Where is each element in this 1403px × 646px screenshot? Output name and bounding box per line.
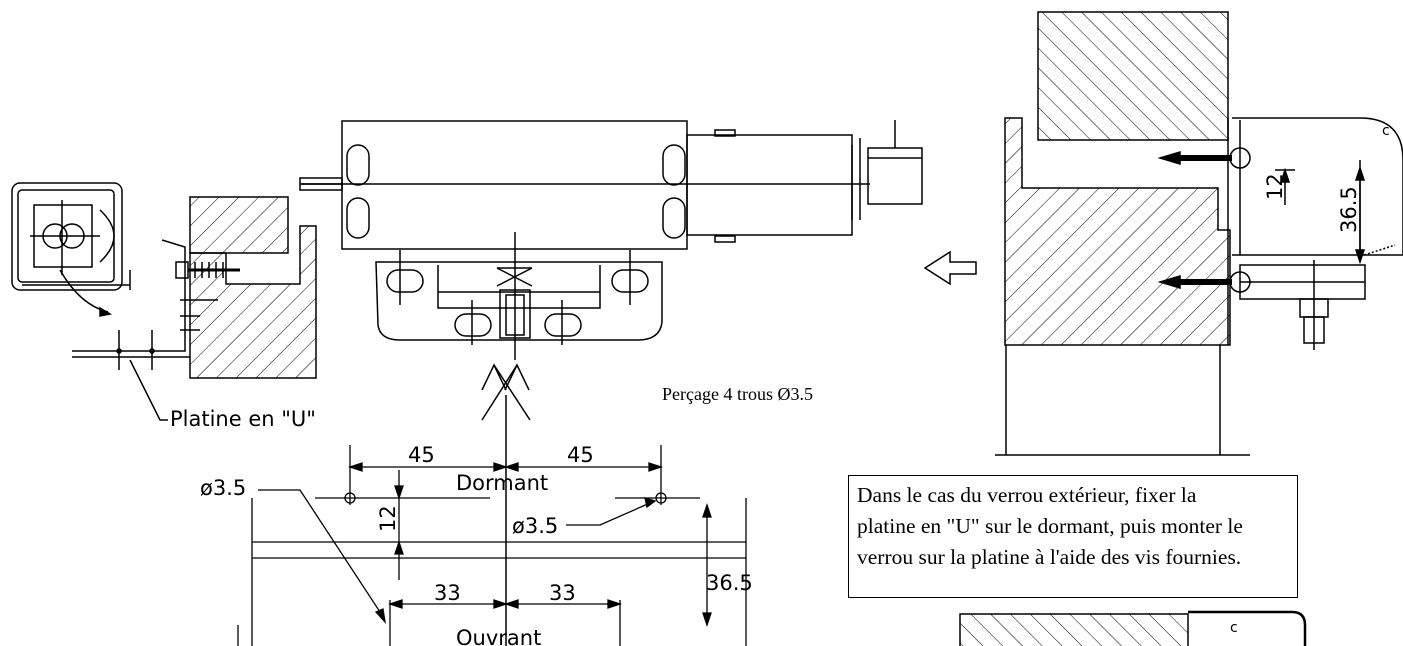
svg-text:c: c xyxy=(1230,620,1238,636)
hole-left-label: ø3.5 xyxy=(200,476,246,500)
drilling-template xyxy=(237,445,747,646)
ouvrant-label: Ouvrant xyxy=(456,626,541,646)
right-section-view: c xyxy=(995,11,1403,456)
dormant-label: Dormant xyxy=(456,471,548,495)
dim-bottom-left: 33 xyxy=(434,581,461,605)
bottom-section-view: c xyxy=(959,610,1307,646)
hole-right-label: ø3.5 xyxy=(512,514,558,538)
bolt-top-view xyxy=(299,120,923,360)
section-dim-large: 36.5 xyxy=(1337,186,1361,233)
dim-vertical-small: 12 xyxy=(376,505,400,532)
percage-label: Perçage 4 trous Ø3.5 xyxy=(662,384,813,404)
section-dim-small: 12 xyxy=(1263,173,1287,200)
left-side-view xyxy=(11,182,317,421)
dim-bottom-right: 33 xyxy=(549,581,576,605)
dim-vertical-large: 36.5 xyxy=(706,571,753,595)
svg-text:c: c xyxy=(1382,123,1390,139)
direction-arrow-icon xyxy=(923,250,977,286)
note-line-1: Dans le cas du verrou extérieur, fixer l… xyxy=(857,483,1197,507)
note-line-2: platine en "U" sur le dormant, puis mont… xyxy=(857,514,1243,538)
note-line-3: verrou sur la platine à l'aide des vis f… xyxy=(857,545,1242,569)
installation-note: Dans le cas du verrou extérieur, fixer l… xyxy=(848,475,1298,598)
platine-label: Platine en "U" xyxy=(170,407,316,431)
dim-top-left: 45 xyxy=(408,443,435,467)
dim-top-right: 45 xyxy=(567,443,594,467)
